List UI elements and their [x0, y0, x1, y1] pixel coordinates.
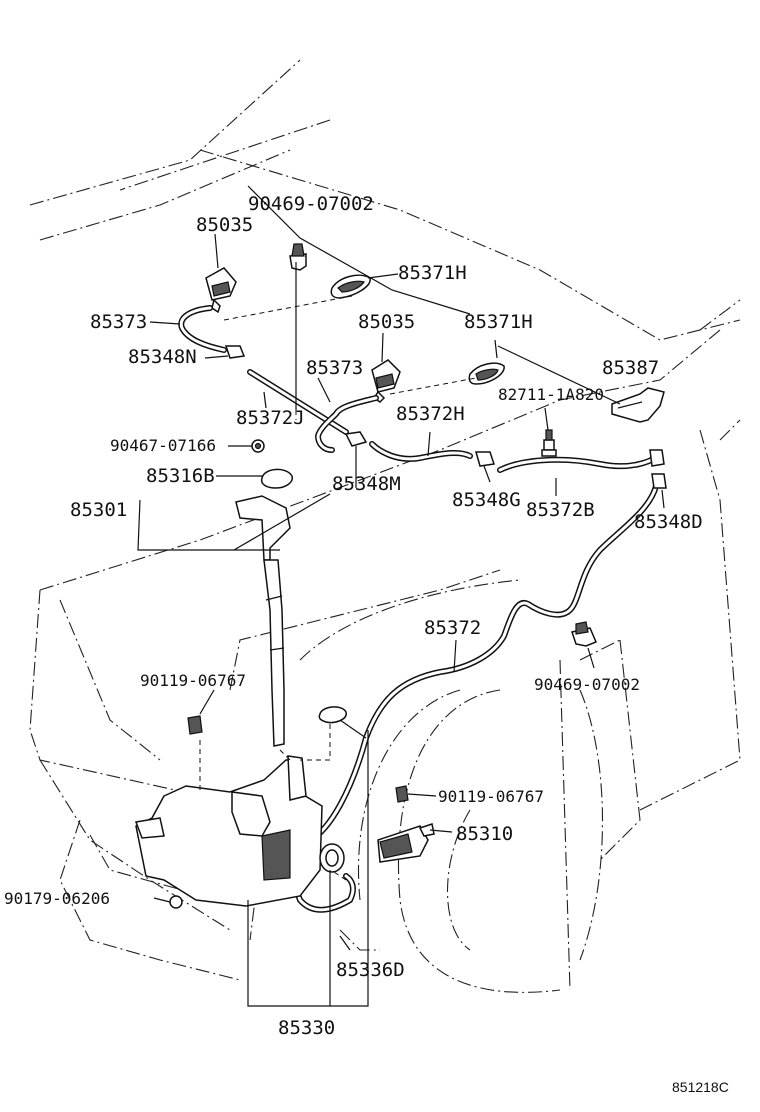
- label-85035-left: 85035: [196, 214, 253, 236]
- label-90119-06767-right: 90119-06767: [438, 787, 544, 806]
- bolt-90119-left: [187, 715, 203, 735]
- washer-tank-assembly: [134, 468, 323, 907]
- label-85316B: 85316B: [146, 465, 215, 487]
- pump-grommet: [319, 843, 345, 873]
- label-85301: 85301: [70, 499, 127, 521]
- label-85372B: 85372B: [526, 499, 595, 521]
- washer-nozzle-left: [205, 267, 237, 314]
- label-85371H-right: 85371H: [464, 311, 533, 333]
- hose-bracket: [611, 387, 665, 423]
- label-85348N: 85348N: [128, 346, 197, 368]
- part-labels: 90469-07002 85035 85371H 85373 85035 853…: [4, 193, 729, 1095]
- assembly-guides: [199, 266, 477, 881]
- label-85387: 85387: [602, 357, 659, 379]
- label-82711-1A820: 82711-1A820: [498, 385, 604, 404]
- label-90179-06206: 90179-06206: [4, 889, 110, 908]
- washer-pump: [377, 823, 435, 863]
- label-85371H-top: 85371H: [398, 262, 467, 284]
- label-90467-07166: 90467-07166: [110, 436, 216, 455]
- label-85348D: 85348D: [634, 511, 703, 533]
- clip-top: [289, 243, 307, 271]
- label-85373-left: 85373: [90, 311, 147, 333]
- nozzle-gasket-top: [330, 274, 371, 299]
- label-85348M: 85348M: [332, 473, 401, 495]
- hoses: [178, 305, 661, 913]
- diagram-reference-code: 851218C: [672, 1079, 729, 1095]
- label-85372J: 85372J: [236, 407, 305, 429]
- nozzle-gasket-right: [468, 362, 505, 385]
- bolt-90119-right: [395, 785, 409, 803]
- label-85348G: 85348G: [452, 489, 521, 511]
- label-85336D: 85336D: [336, 959, 405, 981]
- label-85035-right: 85035: [358, 311, 415, 333]
- clip-right: [571, 621, 597, 647]
- label-90469-07002-right: 90469-07002: [534, 675, 640, 694]
- tank-filler-cap: [318, 706, 347, 724]
- label-85372H: 85372H: [396, 403, 465, 425]
- label-90119-06767-left: 90119-06767: [140, 671, 246, 690]
- check-valve: [541, 429, 557, 457]
- label-85372: 85372: [424, 617, 481, 639]
- label-85373-mid: 85373: [306, 357, 363, 379]
- label-85310: 85310: [456, 823, 513, 845]
- label-90469-07002-top: 90469-07002: [248, 193, 374, 215]
- hose-joints: [224, 345, 667, 489]
- label-85330: 85330: [278, 1017, 335, 1039]
- grommet-90467: [251, 439, 265, 453]
- nut-90179: [169, 895, 183, 909]
- vehicle-body-outline: [29, 59, 741, 993]
